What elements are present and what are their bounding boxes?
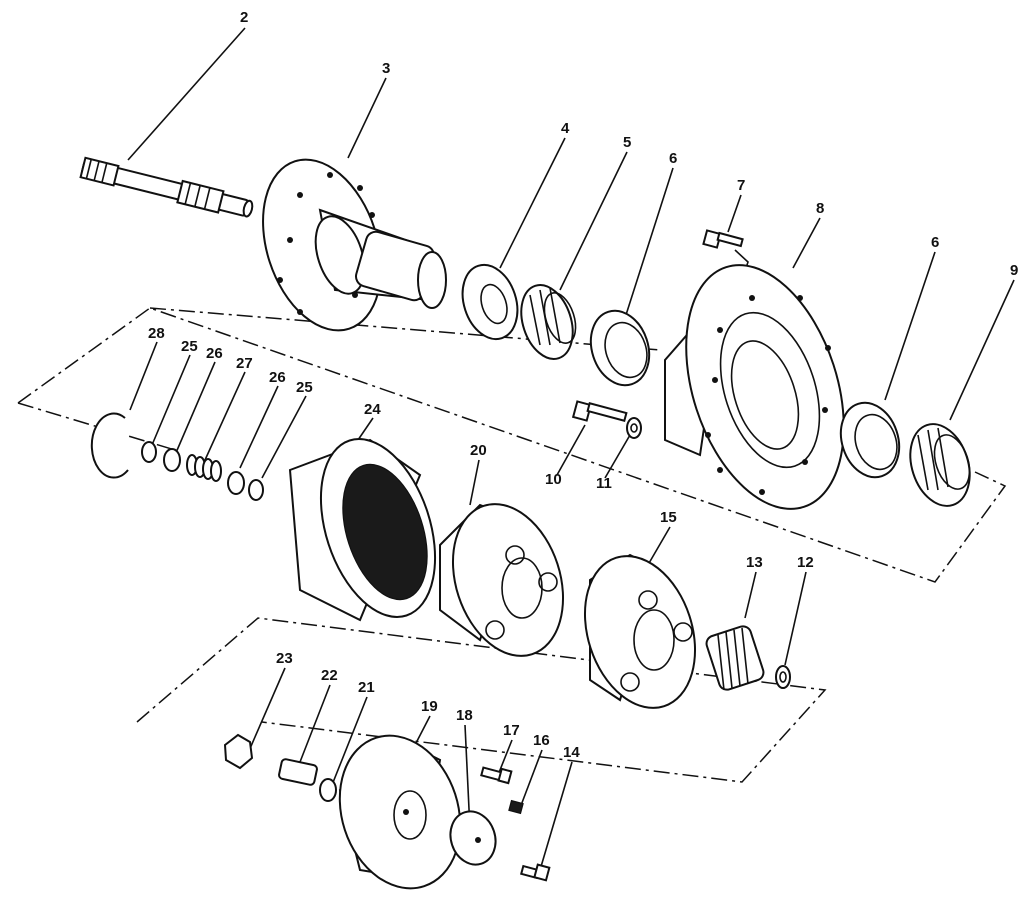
callout-8: 8 (816, 200, 824, 217)
callout-16: 16 (533, 732, 550, 749)
callout-3: 3 (382, 60, 390, 77)
spindle-flange-part (262, 158, 447, 332)
callout-19: 19 (421, 698, 438, 715)
spring-part (186, 454, 222, 482)
callout-24: 24 (364, 401, 381, 418)
disc-part (449, 810, 497, 866)
callout-4: 4 (561, 120, 570, 137)
callout-27: 27 (236, 355, 253, 372)
bearing-cone-part (520, 284, 577, 360)
seal-part (461, 263, 519, 341)
callout-5: 5 (623, 134, 631, 151)
hub-part (664, 264, 845, 510)
callout-17: 17 (503, 722, 520, 739)
callout-13: 13 (746, 554, 763, 571)
callout-2: 2 (240, 9, 248, 26)
centerline-upper (149, 307, 661, 351)
callout-26: 26 (206, 345, 223, 362)
callout-23: 23 (276, 650, 293, 667)
ring-gear-part (288, 438, 437, 622)
bolt-part (702, 229, 744, 249)
planet-carrier-part-2 (583, 553, 697, 709)
callout-12: 12 (797, 554, 814, 571)
callout-10: 10 (545, 471, 562, 488)
cover-part (338, 734, 462, 890)
callout-11: 11 (596, 475, 612, 492)
screw-part-2 (520, 863, 551, 882)
callout-7: 7 (737, 177, 745, 194)
callout-14: 14 (563, 744, 580, 761)
assembly-outline-lower (136, 617, 827, 783)
bearing-cup-part-2 (839, 401, 901, 479)
shaft-part (79, 156, 254, 218)
o-ring-part (319, 778, 337, 802)
callout-6: 6 (669, 150, 677, 167)
callout-6-b: 6 (931, 234, 939, 251)
plug-part (508, 799, 524, 815)
lock-plate-part (223, 733, 254, 770)
callout-18: 18 (456, 707, 473, 724)
callout-22: 22 (321, 667, 338, 684)
screw-part (480, 766, 513, 785)
planet-carrier-part (439, 503, 565, 657)
thrust-washer-part (775, 665, 791, 689)
bearing-cup-part (589, 309, 651, 387)
callout-9: 9 (1010, 262, 1018, 279)
pin-part (278, 758, 318, 786)
bolt-part-2 (571, 400, 628, 423)
callout-20: 20 (470, 442, 487, 459)
snap-ring-part (90, 412, 129, 479)
washer-small-parts (141, 441, 264, 501)
sun-gear-part (705, 625, 765, 691)
callout-15: 15 (660, 509, 677, 526)
callout-28: 28 (148, 325, 165, 342)
callout-25-b: 25 (296, 379, 313, 396)
callout-26-b: 26 (269, 369, 286, 386)
callout-21: 21 (358, 679, 375, 696)
callout-labels: 2 3 4 5 6 7 8 6 9 28 25 26 27 26 25 24 2… (148, 9, 1018, 761)
washer-part (626, 417, 642, 439)
bearing-cone-part-2 (909, 423, 971, 507)
callout-25: 25 (181, 338, 198, 355)
